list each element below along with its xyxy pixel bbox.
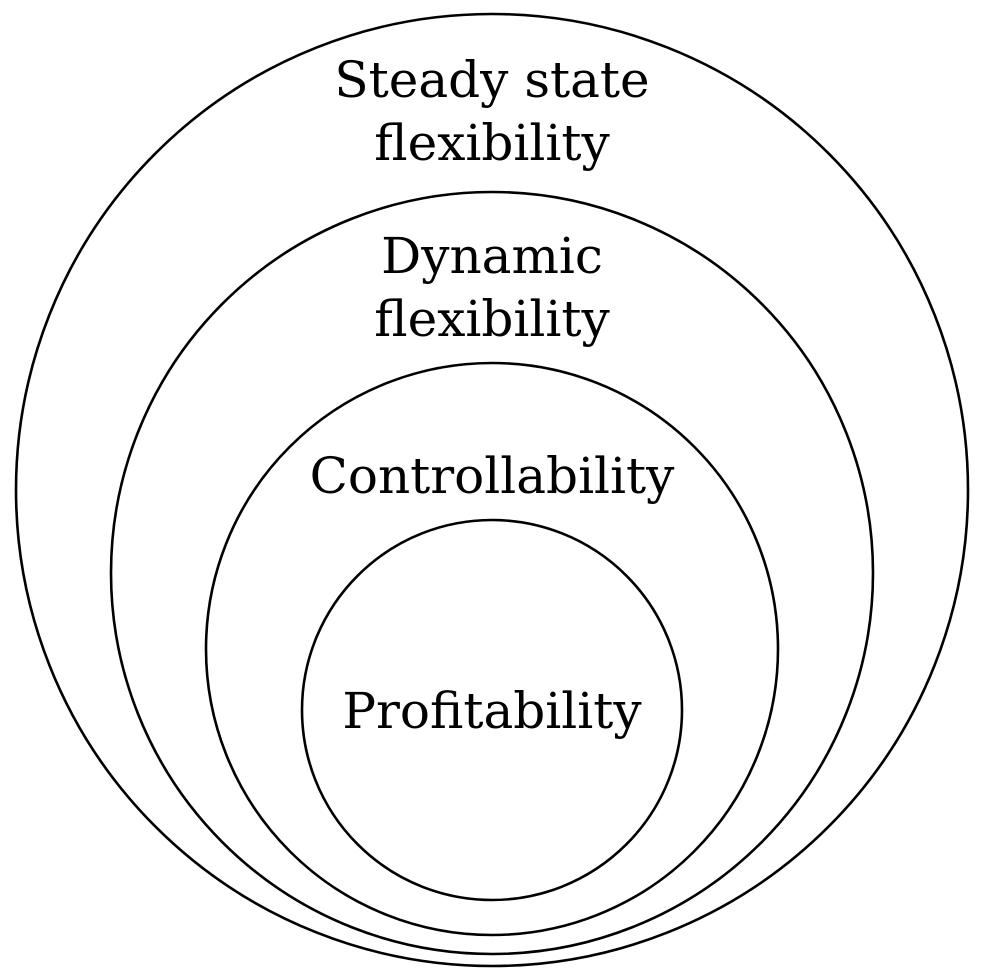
circle-profitability [300, 518, 684, 902]
circle-controllability [204, 361, 780, 937]
label-dynamic-flexibility-line-2: flexibility [374, 290, 610, 348]
label-steady-state-flexibility-line-2: flexibility [374, 114, 610, 172]
label-dynamic-flexibility-line-1: Dynamic [381, 227, 603, 285]
label-profitability-line-1: Profitability [342, 682, 642, 740]
label-steady-state-flexibility-line-1: Steady state [334, 51, 649, 109]
label-controllability-line-1: Controllability [310, 447, 676, 505]
circle-dynamic-flexibility [109, 190, 875, 956]
circle-steady-state-flexibility [14, 12, 970, 968]
